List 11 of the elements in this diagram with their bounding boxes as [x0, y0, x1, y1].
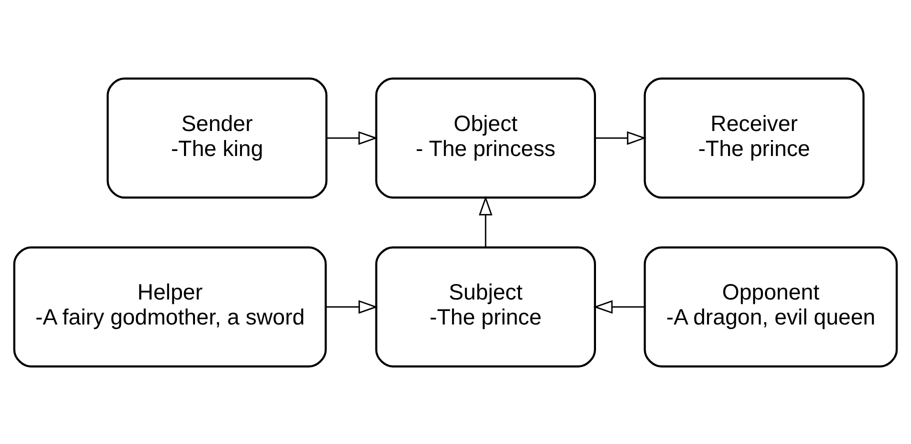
arrow: [326, 130, 378, 144]
node-box: Object - The princess: [375, 77, 596, 198]
arrow: [478, 195, 492, 246]
arrow: [326, 300, 378, 314]
arrow: [593, 300, 645, 314]
node-box: Receiver -The prince: [644, 77, 865, 198]
node-box: Subject -The prince: [375, 246, 596, 367]
node-box: Opponent -A dragon, evil queen: [644, 246, 898, 367]
node-box: Helper -A fairy godmother, a sword: [13, 246, 327, 367]
node-box: Sender -The king: [106, 77, 328, 198]
arrow: [595, 130, 646, 144]
